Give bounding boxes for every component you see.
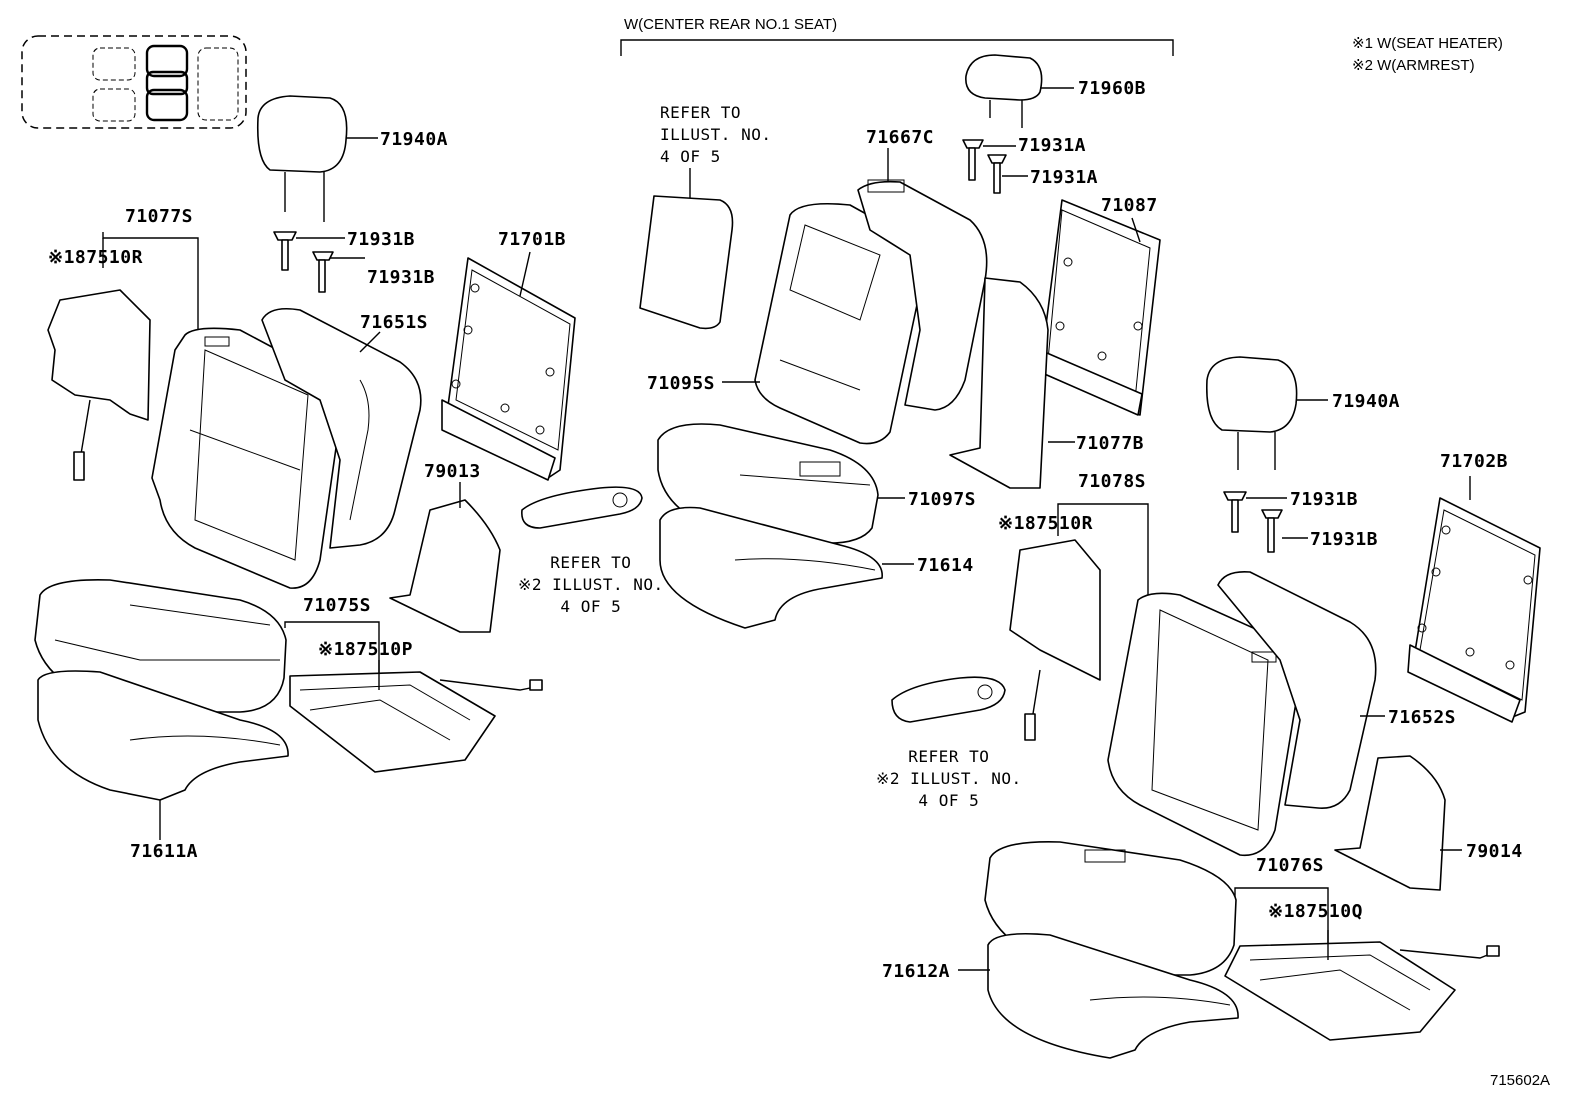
seatback-pad-left <box>261 307 422 549</box>
part-label-71931B-1[interactable]: 71931B <box>347 229 416 250</box>
part-label-71078S[interactable]: 71078S <box>1078 471 1147 492</box>
part-label-71702B[interactable]: 71702B <box>1440 451 1509 472</box>
refer-note-armrest-left: REFER TO ※2 ILLUST. NO. 4 OF 5 <box>518 553 664 616</box>
headrest-center-icon <box>965 54 1043 128</box>
center-seatback-pad <box>857 179 988 411</box>
part-label-71652S[interactable]: 71652S <box>1388 707 1457 728</box>
part-label-71931B-4[interactable]: 71931B <box>1310 529 1379 550</box>
headrest-guide-center-icon <box>962 139 1007 194</box>
legend-seat-heater: ※1 W(SEAT HEATER) <box>1352 35 1503 52</box>
part-label-71077S[interactable]: 71077S <box>125 206 194 227</box>
seat-heater-back-right <box>1009 539 1101 741</box>
part-label-71611A[interactable]: 71611A <box>130 841 199 862</box>
armrest-center-icon <box>891 676 1006 723</box>
center-backrest-board-icon <box>639 195 734 330</box>
center-back-board <box>1039 199 1161 416</box>
part-label-71075S[interactable]: 71075S <box>303 595 372 616</box>
seat-locator-icon <box>21 35 247 129</box>
seatback-cover-left <box>151 327 343 589</box>
part-label-71087[interactable]: 71087 <box>1101 195 1158 216</box>
part-label-71651S[interactable]: 71651S <box>360 312 429 333</box>
part-label-71667C[interactable]: 71667C <box>866 127 935 148</box>
part-label-87510R-left[interactable]: ※187510R <box>48 247 143 268</box>
seat-cushion-pad-left <box>37 670 289 801</box>
part-label-79014[interactable]: 79014 <box>1466 841 1523 862</box>
seatback-board-left <box>441 257 576 481</box>
part-label-71077B[interactable]: 71077B <box>1076 433 1145 454</box>
part-label-71614[interactable]: 71614 <box>917 555 974 576</box>
illustration-id: 715602A <box>1490 1072 1551 1089</box>
seatback-lower-cover-left <box>389 499 501 633</box>
part-label-71940A-left[interactable]: 71940A <box>380 129 449 150</box>
part-label-71931A-2[interactable]: 71931A <box>1030 167 1099 188</box>
center-cushion-pad <box>659 506 883 629</box>
seatback-board-right <box>1407 497 1541 723</box>
part-label-71612A[interactable]: 71612A <box>882 961 951 982</box>
headrest-guide-icon <box>273 231 334 293</box>
seatback-cover-right <box>1107 592 1299 857</box>
refer-note-center-board: REFER TO ILLUST. NO. 4 OF 5 <box>660 103 772 166</box>
part-label-71931B-3[interactable]: 71931B <box>1290 489 1359 510</box>
refer-note-armrest-center: REFER TO ※2 ILLUST. NO. 4 OF 5 <box>876 747 1022 810</box>
seat-heater-back-left <box>47 289 151 481</box>
part-label-71076S[interactable]: 71076S <box>1256 855 1325 876</box>
center-rear-seat-title: W(CENTER REAR NO.1 SEAT) <box>624 16 838 33</box>
part-label-71095S[interactable]: 71095S <box>647 373 716 394</box>
headrest-guide-right-icon <box>1223 491 1283 553</box>
part-label-71701B[interactable]: 71701B <box>498 229 567 250</box>
part-label-71931B-2[interactable]: 71931B <box>367 267 436 288</box>
headrest-left-icon <box>256 95 348 222</box>
part-label-79013[interactable]: 79013 <box>424 461 481 482</box>
seatback-pad-right <box>1217 570 1377 809</box>
part-label-87510P[interactable]: ※187510P <box>318 639 413 660</box>
seatback-lower-cover-right <box>1334 755 1446 891</box>
part-label-71960B[interactable]: 71960B <box>1078 78 1147 99</box>
seat-heater-cushion-right <box>1224 941 1500 1041</box>
seat-cushion-pad-right <box>987 932 1239 1059</box>
part-label-71931A-1[interactable]: 71931A <box>1018 135 1087 156</box>
legend-armrest: ※2 W(ARMREST) <box>1352 57 1475 74</box>
armrest-left-icon <box>521 486 643 529</box>
part-label-71940A-right[interactable]: 71940A <box>1332 391 1401 412</box>
seat-heater-cushion-left <box>289 671 543 773</box>
part-label-87510R-right[interactable]: ※187510R <box>998 513 1093 534</box>
center-lower-cover <box>949 277 1049 489</box>
part-label-87510Q[interactable]: ※187510Q <box>1268 901 1363 922</box>
headrest-right-icon <box>1205 356 1298 470</box>
center-rear-bracket <box>620 39 1174 56</box>
part-label-71097S[interactable]: 71097S <box>908 489 977 510</box>
